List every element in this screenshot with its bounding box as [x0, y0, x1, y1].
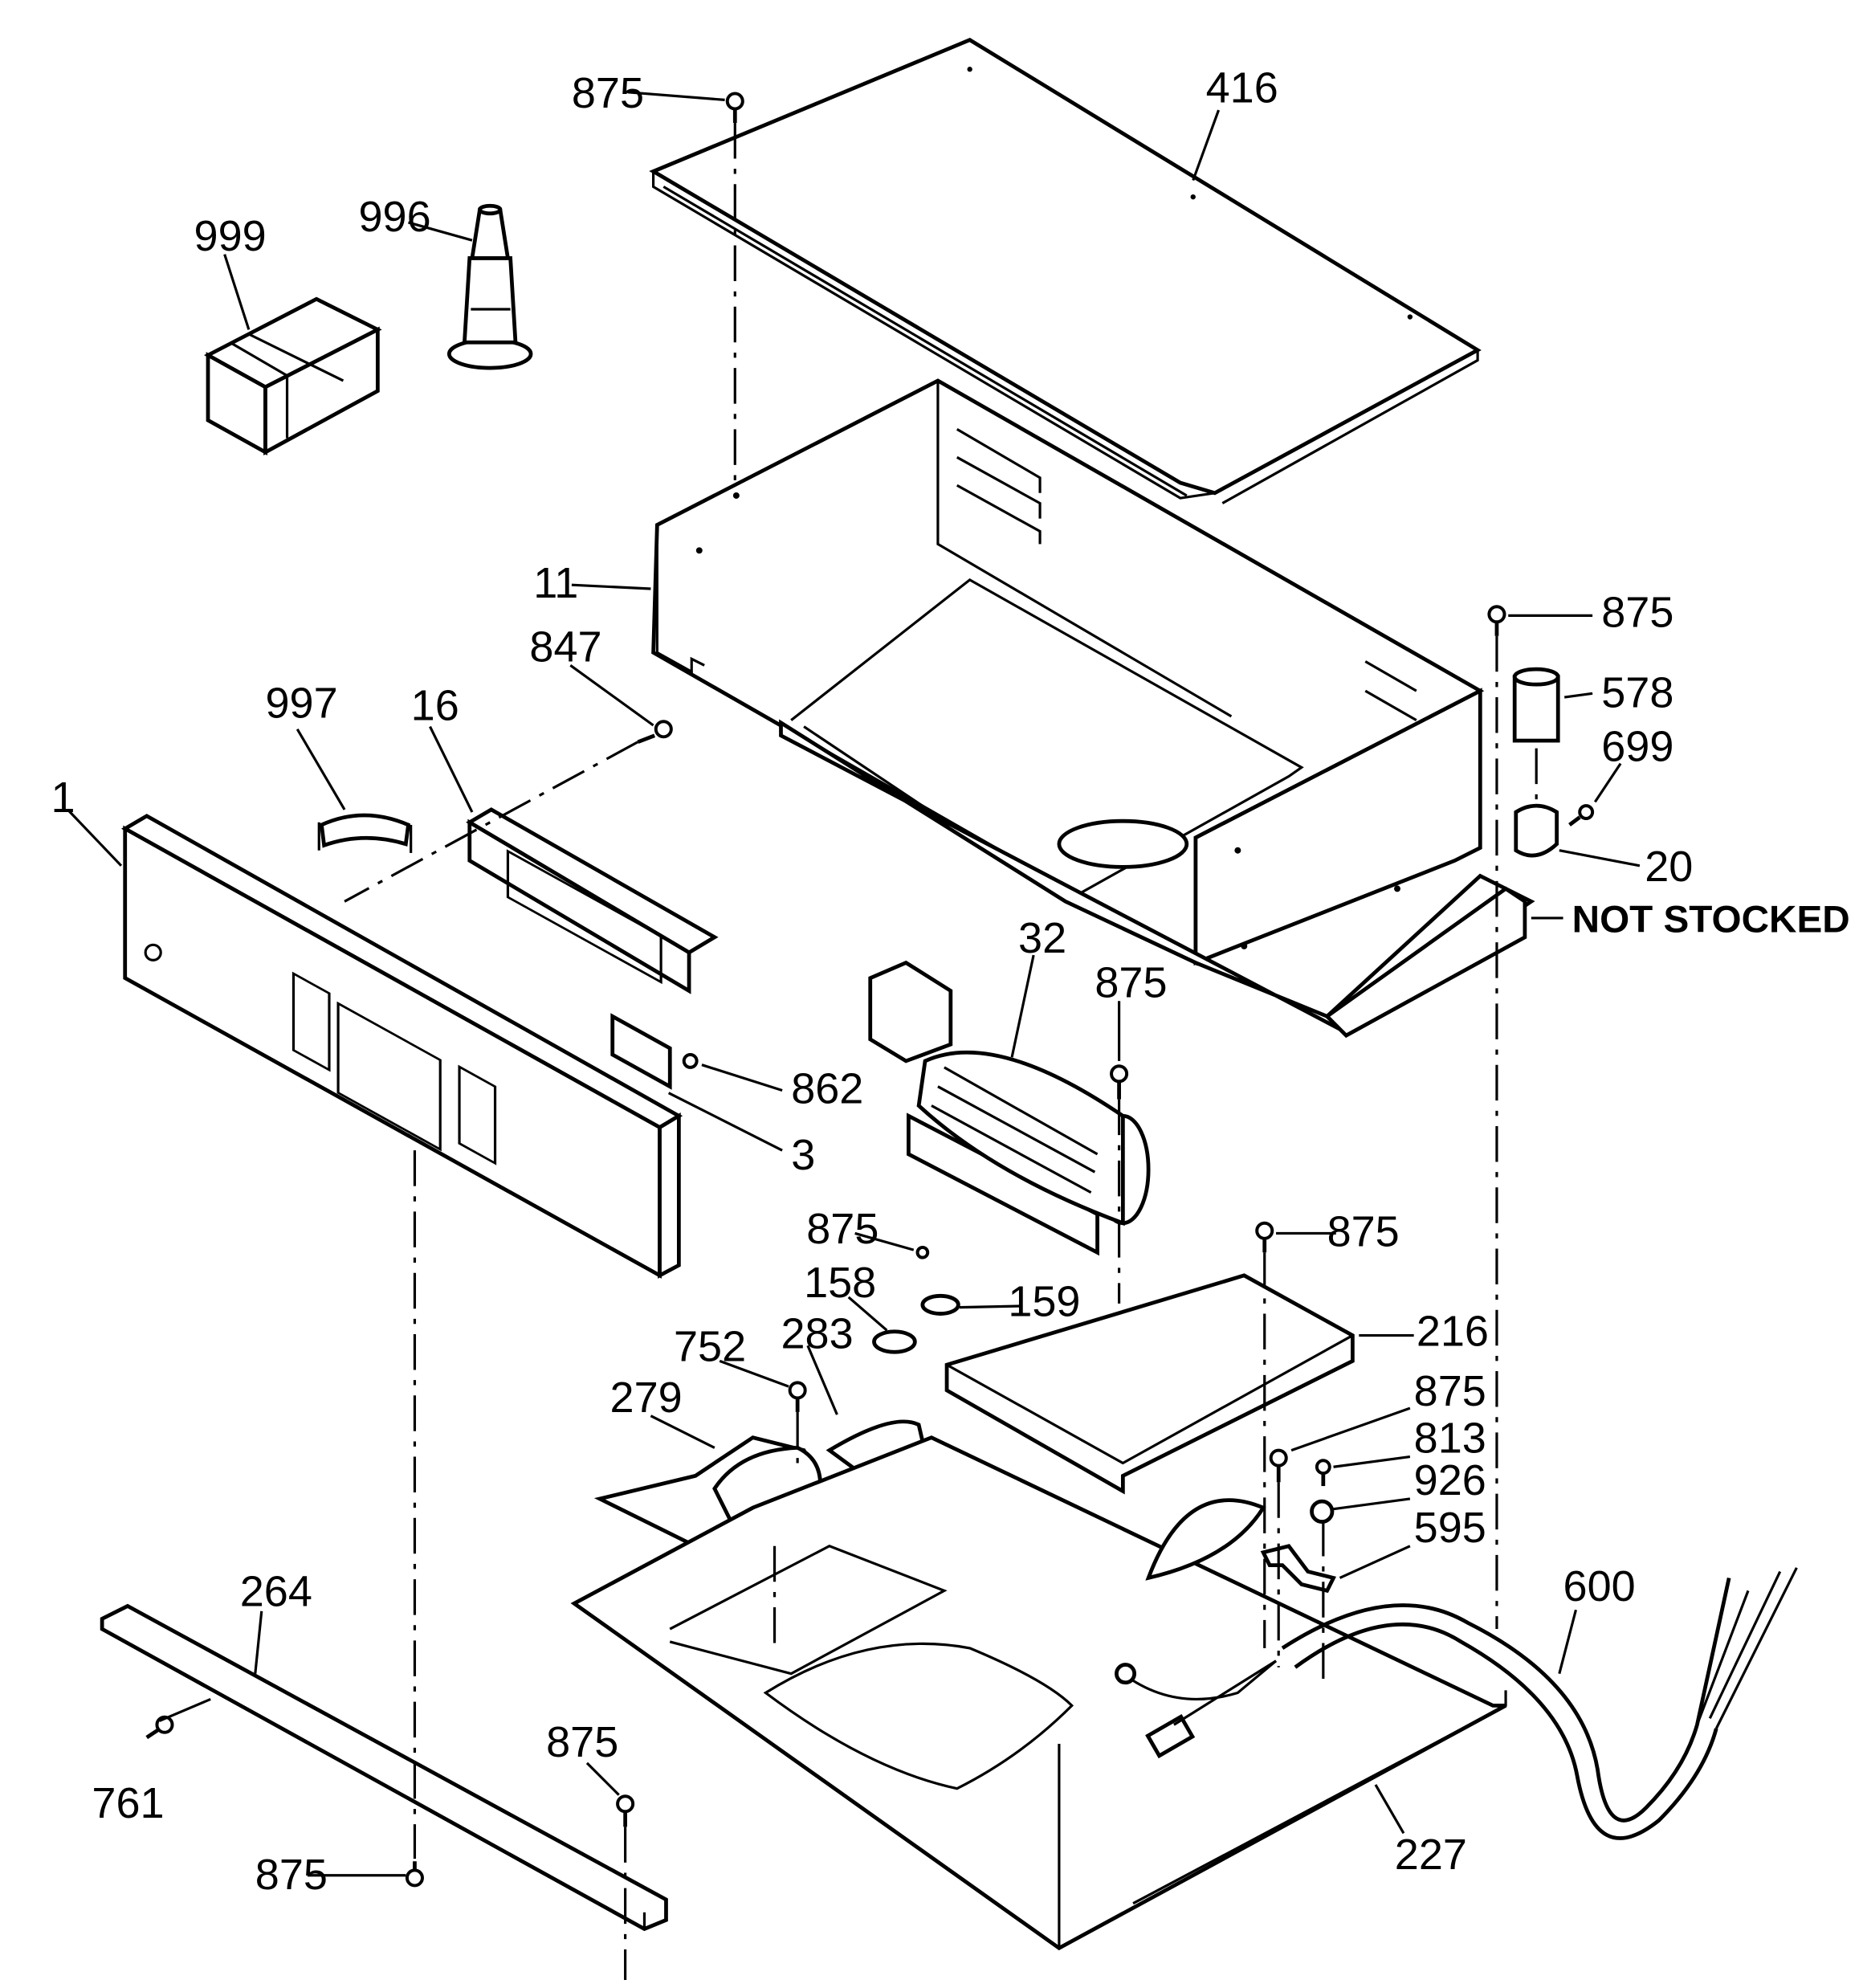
label-216: 216	[1417, 1307, 1489, 1355]
label-416: 416	[1206, 64, 1278, 112]
ribbon-cable-997	[317, 813, 413, 853]
screw-icon	[405, 1861, 424, 1888]
strip-264	[100, 1603, 668, 1932]
label-926: 926	[1414, 1456, 1486, 1504]
label-32: 32	[1018, 914, 1066, 962]
label-227: 227	[1395, 1831, 1467, 1879]
label-283: 283	[781, 1309, 853, 1357]
cover-216	[944, 1273, 1355, 1495]
label-875-fan: 875	[1095, 958, 1167, 1006]
label-264: 264	[240, 1567, 312, 1615]
capacitor-578	[1512, 667, 1560, 743]
label-875-right: 875	[1601, 589, 1673, 637]
box-999	[203, 296, 382, 456]
label-862: 862	[791, 1064, 863, 1112]
screw-icon	[1269, 1448, 1288, 1483]
label-875-bottom: 875	[546, 1718, 618, 1766]
label-847: 847	[529, 623, 601, 672]
control-panel-1	[120, 814, 683, 1279]
label-20: 20	[1645, 843, 1693, 891]
label-813: 813	[1414, 1414, 1486, 1463]
screw-icon	[1487, 605, 1506, 636]
label-11: 11	[533, 559, 578, 607]
label-578: 578	[1601, 669, 1673, 717]
fan-assembly-32	[868, 960, 1151, 1256]
label-996: 996	[359, 193, 431, 241]
screw-icon	[1110, 1064, 1129, 1100]
screw-icon	[915, 1245, 930, 1259]
label-875-cover: 875	[1327, 1207, 1400, 1255]
top-cover-416	[649, 38, 1482, 504]
label-not-stocked: NOT STOCKED	[1572, 898, 1850, 941]
label-600: 600	[1563, 1562, 1636, 1610]
label-875-clamp: 875	[1414, 1367, 1486, 1415]
label-752: 752	[674, 1322, 746, 1370]
label-159: 159	[1008, 1278, 1080, 1326]
screw-icon	[1255, 1221, 1274, 1253]
label-699: 699	[1601, 723, 1673, 771]
control-board-16	[466, 807, 719, 1090]
leader-lines	[67, 91, 1641, 1877]
screw-icon	[637, 720, 673, 744]
spacer-926	[1310, 1499, 1335, 1524]
harness-600	[1115, 1567, 1798, 1840]
label-875-top: 875	[572, 69, 644, 117]
label-1: 1	[51, 774, 75, 822]
bracket-not-stocked	[1323, 886, 1527, 1039]
label-875-thermostat: 875	[806, 1205, 879, 1253]
label-997: 997	[266, 679, 338, 727]
assembly-centerlines	[344, 122, 1538, 1981]
label-3: 3	[791, 1131, 815, 1179]
base-pan	[570, 1435, 1507, 1951]
label-279: 279	[610, 1374, 683, 1422]
label-595: 595	[1414, 1504, 1486, 1552]
thermostat-158	[872, 1329, 917, 1354]
screw-icon	[1315, 1459, 1331, 1487]
part-labels: 875 416 999 996 11 875 578 699 20 NOT ST…	[51, 64, 1850, 1900]
bracket-20	[1514, 803, 1559, 858]
label-999: 999	[194, 212, 267, 260]
screw-icon	[788, 1381, 807, 1412]
screw-icon	[682, 1052, 699, 1069]
screw-icon	[616, 1794, 635, 1827]
clamp-595	[1260, 1544, 1337, 1594]
label-16: 16	[411, 682, 459, 730]
thermostat-159	[920, 1293, 960, 1316]
wrapper-11	[651, 378, 1535, 1031]
label-875-bottom-left: 875	[255, 1851, 328, 1899]
screw-icon	[1568, 804, 1595, 827]
tool-996	[446, 203, 533, 370]
label-158: 158	[804, 1259, 876, 1307]
screw-icon	[725, 92, 744, 123]
label-761: 761	[92, 1779, 164, 1827]
